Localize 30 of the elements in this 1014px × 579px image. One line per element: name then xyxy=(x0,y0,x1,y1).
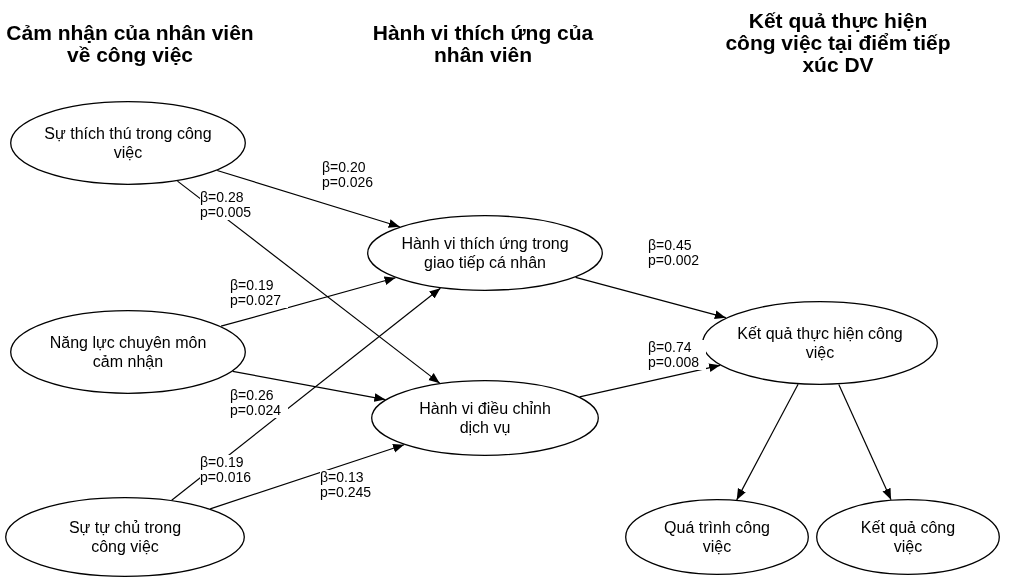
edge-label: β=0.19 p=0.027 xyxy=(230,278,288,308)
arrow xyxy=(575,276,727,320)
ellipse-node xyxy=(816,499,1000,575)
ellipse-node xyxy=(10,101,246,185)
arrow xyxy=(736,383,799,501)
ellipse-node xyxy=(367,215,603,291)
column-heading: Cảm nhận của nhân viên về công việc xyxy=(5,22,255,66)
node-label: Quá trình công việc xyxy=(663,518,771,556)
ellipse-node xyxy=(5,497,245,577)
arrow xyxy=(838,383,892,501)
ellipse-node xyxy=(371,380,599,456)
arrow xyxy=(176,180,441,384)
node-label: Kết quả thực hiện công việc xyxy=(736,324,904,362)
column-heading: Hành vi thích ứng của nhân viên xyxy=(371,22,595,66)
ellipse-node xyxy=(625,499,809,575)
arrow xyxy=(232,370,386,402)
node-label: Năng lực chuyên môn cảm nhận xyxy=(48,333,208,371)
arrow xyxy=(209,444,405,510)
node-label: Sự thích thú trong công việc xyxy=(43,124,213,162)
node-label: Kết quả công việc xyxy=(859,518,957,556)
edge-label: β=0.74 p=0.008 xyxy=(648,340,706,370)
arrow xyxy=(220,276,397,327)
ellipse-node xyxy=(702,301,938,385)
arrow xyxy=(216,169,401,228)
column-heading: Kết quả thực hiện công việc tại điểm tiếp xúc DV xyxy=(724,10,952,76)
edge-label: β=0.26 p=0.024 xyxy=(230,388,288,418)
node-label: Hành vi thích ứng trong giao tiếp cá nhân xyxy=(400,234,570,272)
node-label: Hành vi điều chỉnh dịch vụ xyxy=(418,399,552,437)
arrow xyxy=(579,363,721,398)
node-label: Sự tự chủ trong công việc xyxy=(67,518,183,556)
